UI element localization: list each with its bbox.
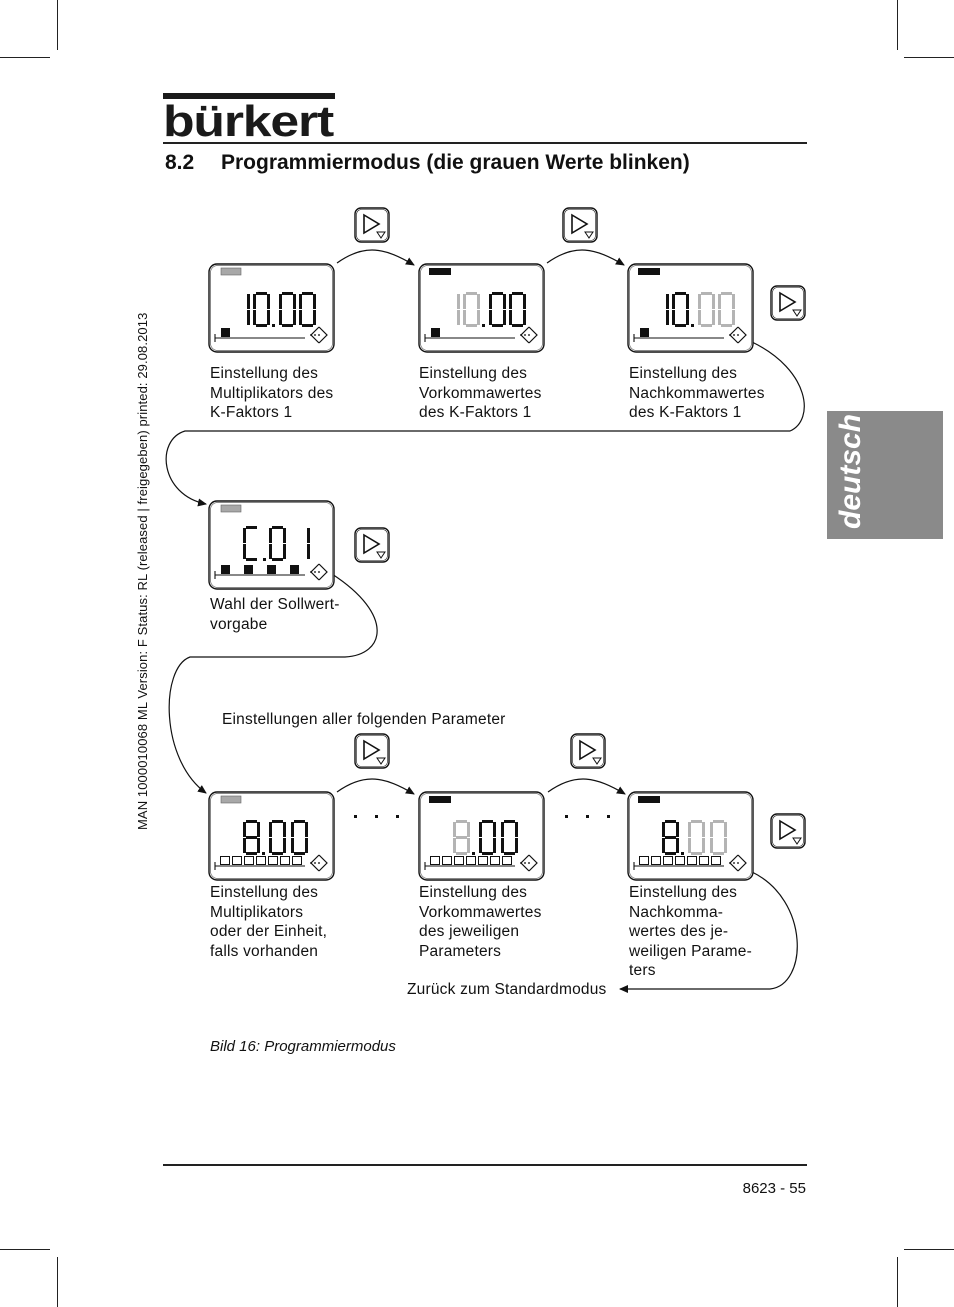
display-caption: Einstellung des Multiplikators oder der … (210, 884, 328, 960)
display-caption: Wahl der Sollwert- vorgabe (210, 596, 340, 633)
header-rule (163, 142, 807, 144)
brand-logo: bürkert (163, 90, 336, 146)
flow-connectors (165, 249, 805, 993)
arrow-key-icon (354, 207, 390, 243)
display-caption: Einstellung des Vorkommawertes des K-Fak… (419, 365, 542, 421)
lcd-display (628, 792, 753, 880)
crop-mark (904, 1249, 954, 1250)
crop-mark (897, 0, 898, 50)
ellipsis-dots (354, 815, 610, 818)
crop-mark (57, 0, 58, 50)
language-tab: deutsch (827, 411, 943, 539)
lcd-display (419, 792, 544, 880)
lcd-display (209, 264, 334, 352)
logo-text: bürkert (163, 97, 335, 140)
arrow-key-icon (354, 527, 390, 563)
row-heading: Einstellungen aller folgenden Parameter (222, 711, 506, 728)
crop-mark (57, 1257, 58, 1307)
display-caption: Einstellung des Multiplikators des K-Fak… (210, 365, 334, 421)
crop-mark (904, 57, 954, 58)
display-caption: Einstellung des Nachkommawertes des K-Fa… (629, 365, 765, 421)
arrow-key-icon (354, 733, 390, 769)
arrow-key-icon (562, 207, 598, 243)
lcd-display (209, 792, 334, 880)
crop-mark (897, 1257, 898, 1307)
section-number: 8.2 (165, 151, 195, 174)
section-title: Programmiermodus (die grauen Werte blink… (221, 151, 690, 174)
lcd-display (628, 264, 753, 352)
return-label: Zurück zum Standardmodus (407, 981, 607, 998)
section-heading: 8.2 Programmiermodus (die grauen Werte bl… (165, 151, 690, 175)
crop-mark (0, 57, 50, 58)
figure-caption: Bild 16: Programmiermodus (210, 1038, 396, 1055)
footer-rule (163, 1164, 807, 1166)
display-caption: Einstellung des Nachkomma- wertes des je… (629, 884, 752, 979)
arrow-key-icon (770, 813, 806, 849)
lcd-display (419, 264, 544, 352)
arrow-key-icon (770, 285, 806, 321)
arrow-key-icon (570, 733, 606, 769)
display-caption: Einstellung des Vorkommawertes des jewei… (419, 884, 542, 960)
page-number: 8623 - 55 (742, 1180, 806, 1197)
crop-mark (0, 1249, 50, 1250)
lcd-display (209, 501, 334, 589)
